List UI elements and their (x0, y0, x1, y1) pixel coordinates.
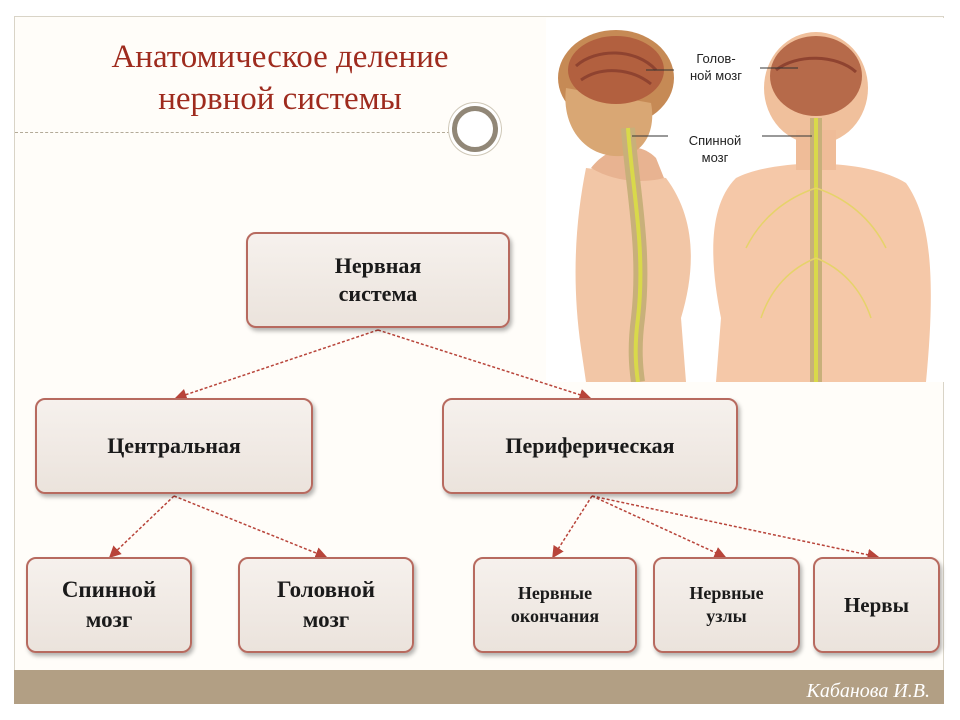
box-central: Центральная (35, 398, 313, 494)
slide-title: Анатомическое деление нервной системы (40, 36, 520, 120)
box-nerve-endings: Нервные окончания (473, 557, 637, 653)
arrow-periph-ganglia (591, 495, 727, 559)
box-nerves: Нервы (813, 557, 940, 653)
arrow-central-spinal (108, 495, 175, 559)
footer-bar (14, 670, 944, 704)
box-nervous-system: Нервная система (246, 232, 510, 328)
title-divider (15, 132, 450, 133)
arrow-root-central (174, 329, 379, 401)
arrow-root-peripheral (377, 329, 592, 401)
label-brain: Голов- ной мозг (689, 51, 742, 83)
root-line-1: Нервная (334, 253, 422, 278)
anatomy-illustration (546, 18, 944, 382)
label-spinal-cord: Спинной мозг (688, 133, 742, 165)
decorative-ring-icon (452, 106, 498, 152)
footer-author: Кабанова И.В. (806, 680, 930, 702)
box-brain: Головной мозг (238, 557, 414, 653)
box-spinal-cord: Спинной мозг (26, 557, 192, 653)
arrow-periph-nerves (591, 495, 880, 561)
box-peripheral: Периферическая (442, 398, 738, 494)
root-line-2: система (338, 281, 418, 306)
title-line-1: Анатомическое деление (111, 39, 449, 75)
arrow-periph-endings (552, 495, 593, 559)
arrow-central-brain (173, 495, 328, 559)
title-line-2: нервной системы (158, 81, 402, 117)
box-ganglia: Нервные узлы (653, 557, 800, 653)
